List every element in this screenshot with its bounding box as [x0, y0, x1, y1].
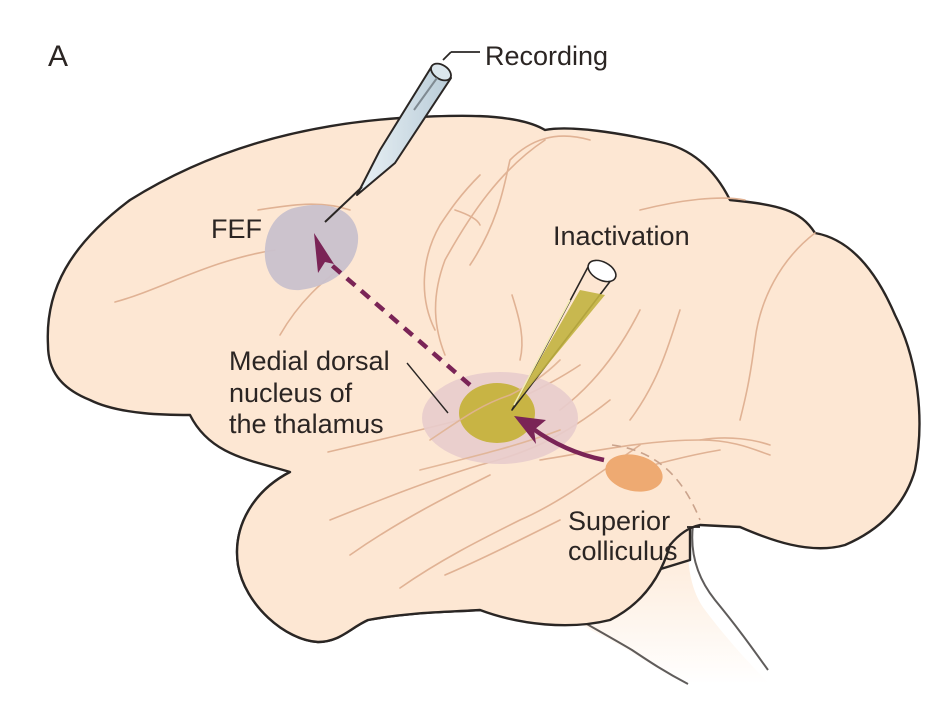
md-leader-line [406, 362, 449, 414]
brainstem-edge-right [691, 524, 769, 671]
fef-label: FEF [211, 214, 262, 244]
md-label-line3: the thalamus [229, 409, 384, 439]
fef-arrowhead [314, 233, 334, 273]
md-arrowhead [514, 416, 546, 444]
md-label-line2: nucleus of [229, 378, 353, 408]
md-label-line1: Medial dorsal [229, 346, 390, 376]
recording-pipette [324, 51, 480, 223]
inactivation-label: Inactivation [553, 221, 690, 251]
panel-label: A [48, 40, 68, 73]
inactivation-pipette [511, 259, 617, 411]
sc-to-md-pathway [530, 426, 605, 463]
sc-label-line1: Superior [568, 506, 670, 536]
superior-colliculus-region [605, 454, 663, 492]
recording-label: Recording [485, 41, 608, 71]
sc-label-line2: colliculus [568, 536, 678, 566]
md-thalamus-core [459, 383, 535, 443]
brainstem-dashed-contour [611, 444, 701, 521]
md-to-fef-pathway [326, 260, 472, 387]
recording-leader-line [442, 51, 452, 61]
